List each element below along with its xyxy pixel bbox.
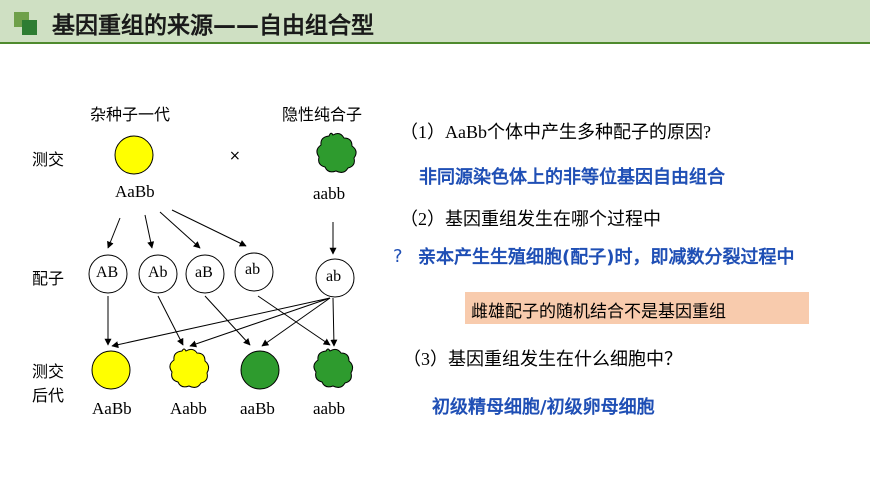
note-box: 雌雄配子的随机结合不是基因重组 (465, 292, 809, 324)
arrow-to-gamete-aB (159, 211, 201, 249)
gamete-circle-Ab (138, 254, 178, 294)
offspring-seed-green-wrinkled (313, 348, 354, 388)
parent1-seed-yellow-round (114, 135, 154, 175)
arrow-p2-to-offspring1 (111, 297, 331, 349)
parent2-label: 隐性纯合子 (282, 105, 363, 124)
parent2-seed-green-wrinkled (316, 132, 357, 173)
gamete-circle-p2 (315, 258, 355, 298)
offspring-seed-green-round (240, 350, 280, 390)
title-underline (0, 42, 870, 44)
title-square-icon (22, 20, 37, 35)
offspring-genotype: Aabb (170, 399, 207, 418)
offspring-label-line2: 后代 (32, 386, 65, 405)
title-bar: 基因重组的来源——自由组合型 (0, 0, 870, 44)
gamete-circle-aB (185, 254, 225, 294)
offspring-genotype: AaBb (92, 399, 132, 418)
offspring-label-line1: 测交 (32, 362, 65, 381)
arrow-p2-to-offspring4 (330, 297, 338, 347)
arrow-p2-to-offspring2 (189, 297, 331, 348)
page-title: 基因重组的来源——自由组合型 (52, 13, 374, 39)
question-2-mark: ? (393, 246, 403, 267)
parent2-genotype: aabb (313, 184, 346, 203)
gamete-ab: ab (245, 261, 261, 278)
question-1: （1）AaBb个体中产生多种配子的原因? (400, 122, 711, 142)
parent1-label: 杂种子一代 (90, 105, 171, 124)
gamete-row-label: 配子 (32, 269, 65, 288)
arrow-Ab-to-offspring (157, 295, 184, 346)
gamete-p2-ab: ab (326, 268, 342, 285)
parent1-genotype: AaBb (115, 182, 155, 201)
cross-symbol: × (229, 148, 241, 164)
arrow-to-gamete-AB (107, 217, 121, 249)
arrow-to-gamete-Ab (144, 214, 155, 249)
offspring-genotype: aaBb (240, 399, 275, 418)
question-3: （3）基因重组发生在什么细胞中？ (403, 349, 682, 369)
arrow-to-gamete-ab (171, 209, 247, 247)
offspring-seed-yellow-wrinkled (169, 348, 210, 388)
offspring-genotype: aabb (313, 399, 346, 418)
arrow-p2-to-offspring3 (261, 297, 331, 347)
gamete-circle-ab (234, 252, 274, 292)
gamete-aB: aB (195, 264, 213, 281)
gamete-Ab: Ab (148, 264, 168, 281)
answer-3: 初级精母细胞/初级卵母细胞 (432, 397, 655, 418)
question-2: （2）基因重组发生在哪个过程中 (400, 209, 661, 229)
offspring-seed-yellow-round (91, 350, 131, 390)
gamete-circle-AB (88, 254, 128, 294)
testcross-label: 测交 (32, 150, 65, 169)
answer-2: 亲本产生生殖细胞(配子)时，即减数分裂过程中 (418, 247, 795, 268)
note-text: 雌雄配子的随机结合不是基因重组 (471, 302, 726, 322)
arrow-ab-to-offspring (257, 295, 331, 346)
answer-1: 非同源染色体上的非等位基因自由组合 (419, 167, 725, 188)
gamete-AB: AB (96, 264, 119, 281)
